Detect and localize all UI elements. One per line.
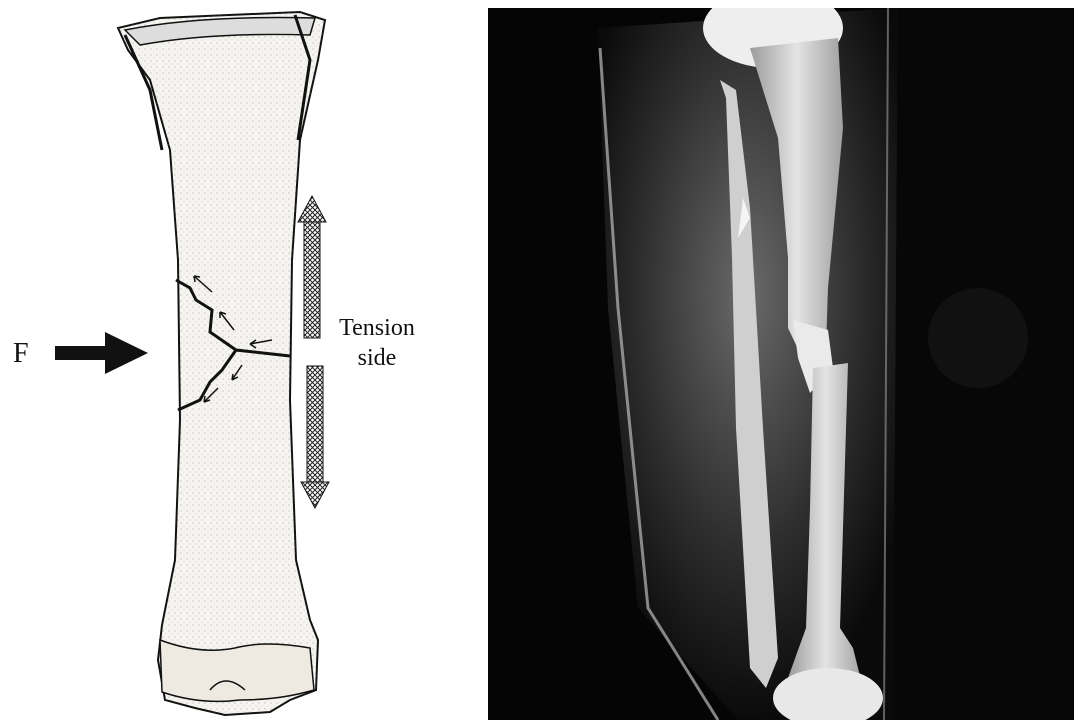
force-label: F (13, 338, 29, 370)
tension-side-label: Tension side (332, 313, 422, 373)
tension-label-line1: Tension (332, 313, 422, 343)
bone-diagram-panel: F Tension side (0, 0, 480, 720)
xray-image-panel (488, 8, 1074, 720)
tension-label-line2: side (332, 343, 422, 373)
bone-distal-end (160, 640, 314, 701)
force-arrow-icon (55, 332, 148, 374)
bone-texture (118, 12, 325, 715)
tension-arrow-up-icon (298, 196, 326, 338)
tension-arrow-down-icon (301, 366, 329, 508)
xray-radiograph (488, 8, 1074, 720)
